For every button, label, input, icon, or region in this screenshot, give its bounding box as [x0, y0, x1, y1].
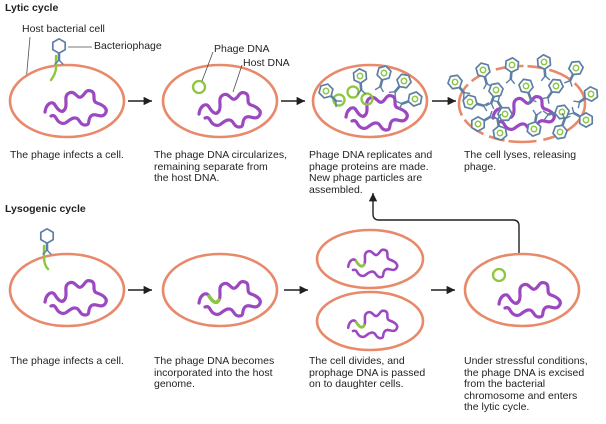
phage-dna-circle: [346, 85, 360, 99]
lysogenic-stage-division: [315, 228, 425, 352]
injected-phage-dna: [42, 244, 50, 271]
host-cell: [463, 252, 581, 328]
lysogenic-caption-infection: The phage infects a cell.: [10, 355, 124, 367]
phage-dna-circle: [360, 92, 374, 106]
daughter-cell: [315, 290, 425, 352]
lytic-cycle-title: Lytic cycle: [5, 2, 59, 14]
bacteriophage-label: Bacteriophage: [94, 40, 162, 52]
host-dna-label: Host DNA: [243, 57, 290, 69]
lysogenic-cycle-title: Lysogenic cycle: [5, 203, 86, 215]
lysogenic-stage-integration: [161, 252, 279, 328]
phage-dna-label: Phage DNA: [214, 43, 270, 55]
lytic-row: [8, 36, 602, 144]
prophage-dna: [354, 320, 366, 329]
lysogenic-stage-infection: [8, 227, 126, 328]
lytic-caption-replication: Phage DNA replicates and phage proteins …: [309, 149, 433, 196]
bacteriophage-icon: [39, 227, 55, 256]
injected-phage-dna: [49, 54, 58, 82]
lytic-caption-circularize: The phage DNA circularizes, remaining se…: [154, 149, 288, 185]
lysogenic-caption-excision: Under stressful conditions, the phage DN…: [464, 355, 588, 414]
lytic-caption-lysis: The cell lyses, releasing phage.: [464, 149, 577, 173]
lytic-caption-infection: The phage infects a cell.: [10, 149, 124, 161]
daughter-cell: [315, 228, 425, 290]
lytic-stage-circularize: [161, 51, 279, 139]
phage-dna-circle: [191, 79, 207, 95]
prophage-dna: [207, 294, 221, 304]
arrow-return-icon: [368, 193, 520, 254]
lysogenic-caption-division: The cell divides, and prophage DNA is pa…: [309, 355, 426, 391]
lysogenic-row: [8, 227, 581, 352]
host-bacterial-cell-label: Host bacterial cell: [22, 23, 105, 35]
lysogenic-caption-integration: The phage DNA becomes incorporated into …: [154, 355, 275, 391]
lytic-stage-lysis: [444, 52, 602, 144]
lytic-stage-infection: [8, 36, 126, 139]
bacteriophage-icon: [51, 37, 67, 66]
phage-dna-circle: [491, 267, 507, 283]
lysogenic-stage-excision: [463, 252, 581, 328]
host-dna-leader-line: [232, 64, 243, 93]
lytic-stage-replication: [311, 63, 429, 139]
prophage-dna: [354, 259, 366, 268]
phage-dna-leader-line: [201, 51, 214, 82]
